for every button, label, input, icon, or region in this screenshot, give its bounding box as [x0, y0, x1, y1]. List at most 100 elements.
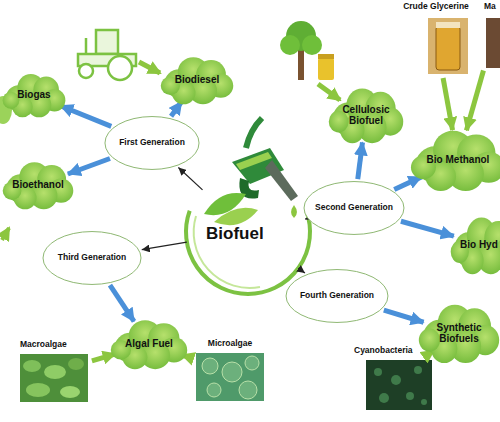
photo-frame [366, 360, 432, 410]
algae-blob [26, 383, 50, 397]
source-arrow [318, 84, 340, 100]
product-arrow [401, 221, 454, 236]
source-photo: Cyanobacteria [352, 346, 434, 412]
source-arrow [466, 71, 483, 131]
product-arrow [394, 177, 421, 190]
photo-frame [20, 354, 88, 402]
algae-cell [239, 381, 257, 399]
product-cloud: Cellulosic Biofuel [328, 86, 404, 144]
photo-frame [196, 353, 264, 401]
nozzle-spout [265, 160, 298, 201]
product-arrow [60, 106, 111, 127]
cut-arrow [2, 228, 9, 240]
algae-cell [245, 356, 259, 370]
node-label: Cyanobacteria [354, 346, 413, 356]
tree-crown [280, 35, 300, 55]
tree-trunk [298, 48, 304, 80]
product-cloud: Algal Fuel [110, 318, 188, 370]
product-arrow [358, 142, 363, 179]
cloud-puff [3, 92, 20, 109]
hub-title: Biofuel [206, 224, 264, 243]
node-label: Bioethanol [12, 179, 64, 190]
product-cloud: Bio Methanol [410, 128, 500, 192]
source-photo: Ma [484, 2, 500, 72]
tractor-wheel [79, 64, 93, 78]
algae-blob [68, 358, 84, 370]
algae-blob [60, 386, 80, 398]
ellipse-shape [105, 117, 199, 170]
pump-nozzle [232, 118, 298, 218]
source-photo: Macroalgae [18, 340, 90, 404]
jar-lid [436, 22, 460, 28]
photo-frame [428, 18, 468, 74]
tractor-cab [96, 30, 118, 54]
generation-ellipse: Second Generation [303, 181, 405, 235]
hose [246, 118, 262, 148]
fuel-jar-icon [318, 54, 334, 80]
source-arrow [443, 78, 452, 130]
node-label: Fourth Generation [300, 291, 374, 301]
node-label: Algal Fuel [125, 338, 173, 349]
product-cloud: Synthetic Biofuels [418, 302, 500, 364]
glycerine-jar [436, 26, 460, 70]
cell-dot [406, 392, 414, 400]
product-cloud: Bioethanol [2, 160, 74, 210]
center-hub: Biofuel [188, 172, 308, 292]
tree-crown [302, 35, 322, 55]
generation-arrow [298, 268, 305, 273]
swoosh-ring [186, 211, 310, 294]
node-label: Macroalgae [20, 340, 67, 350]
ellipse-shape [286, 270, 388, 323]
source-arrow [92, 354, 116, 361]
leaf [214, 208, 258, 225]
node-label: Ma [484, 2, 496, 12]
tractor-exhaust [85, 38, 88, 54]
cell-dot [421, 399, 427, 405]
macroalgae-photo [20, 354, 88, 402]
source-arrow [139, 62, 160, 73]
ellipse-shape [304, 182, 404, 235]
node-label: Biogas [17, 89, 50, 100]
source-photo: Microalgae [193, 339, 267, 403]
algae-blob [23, 360, 41, 372]
fuel-drop [291, 205, 297, 218]
node-label: Synthetic Biofuels [426, 322, 492, 344]
source-photo [486, 18, 500, 68]
generation-ellipse: Third Generation [42, 231, 142, 285]
product-arrow [384, 310, 424, 322]
product-arrow [110, 285, 134, 321]
cell-dot [379, 393, 389, 403]
tree-icon [280, 21, 322, 80]
generation-ellipse: First Generation [104, 116, 200, 170]
algae-cell [207, 383, 221, 397]
microalgae-photo [196, 353, 264, 401]
glycerine-photo [428, 18, 468, 74]
product-cloud: Biodiesel [160, 55, 234, 105]
jar-body [318, 58, 334, 80]
algae-cell [202, 358, 218, 374]
node-label: Cellulosic Biofuel [336, 104, 396, 126]
product-cloud: Biogas [2, 72, 66, 118]
product-arrow [68, 158, 110, 174]
node-label: First Generation [119, 138, 185, 148]
cyanobacteria-photo [366, 360, 432, 410]
generation-ellipse: Fourth Generation [285, 269, 389, 323]
source-photo: Crude Glycerine [398, 2, 474, 76]
generation-arrow [142, 242, 187, 250]
node-label: Bio Hyd [460, 239, 498, 250]
algae-cell [222, 362, 242, 382]
generation-arrow [178, 167, 202, 189]
node-label: Second Generation [315, 203, 393, 213]
product-cloud: Bio Hyd [450, 215, 500, 275]
jar-lid [318, 54, 334, 59]
node-label: Crude Glycerine [403, 2, 469, 12]
cell-dot [374, 368, 382, 376]
ellipse-shape [43, 232, 141, 285]
node-label: Bio Methanol [427, 154, 490, 165]
algae-blob [44, 365, 66, 379]
node-label: Biodiesel [175, 74, 219, 85]
cell-dot [391, 375, 401, 385]
node-label: Microalgae [208, 339, 252, 349]
